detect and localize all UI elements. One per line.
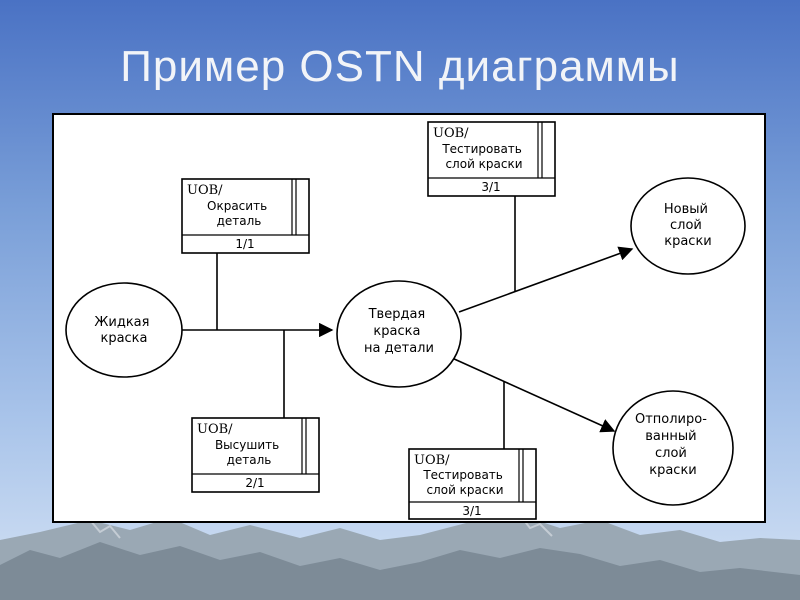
uob-test-top-line-2: слой краски [445,157,522,171]
uob-label: UOB/ [433,126,469,141]
link-solid-to-new-layer [458,246,634,313]
state-polished-line-3: слой [655,446,687,461]
state-solid-line-2: краска [373,324,420,339]
uob-dry-detail: UOB/ Высушить деталь 2/1 [191,417,320,493]
svg-text:Жидкая краска: Жидкая краска [94,315,153,346]
uob-paint-line-2: деталь [217,214,262,228]
state-solid-paint: Твердая краска на детали [336,280,462,388]
state-ellipse [630,177,746,275]
uob-box [427,121,556,197]
uob-box [191,417,320,493]
uob-dry-line-1: Высушить [215,438,279,452]
uob-paint-line-1: Окрасить [207,199,267,213]
uob-test-layer-bottom: UOB/ Тестировать слой краски 3/1 [408,448,537,520]
state-new-line-2: слой [670,218,702,233]
slide-title: Пример OSTN диаграммы [120,42,680,91]
state-polished-line-1: Отполиро- [635,412,707,427]
mountain-snow-ridges [89,519,121,539]
diagram-frame: Жидкая краска Твердая краска на детали Н… [52,113,766,523]
state-new-line-3: краски [664,234,712,249]
uob-number: 3/1 [481,180,500,194]
uob-paint-detail: UOB/ Окрасить деталь 1/1 [181,178,310,254]
link-solid-to-polished [451,357,616,433]
svg-text:Твердая краска: Твердая краска на детали [364,307,434,356]
uob-label: UOB/ [197,422,233,437]
uob-label: UOB/ [187,183,223,198]
uob-test-bottom-line-2: слой краски [426,483,503,497]
state-solid-line-1: Твердая [368,307,426,322]
mountains-background [0,514,800,600]
state-polished-layer: Отполиро- ванный слой краски [612,390,734,506]
svg-text:Окрасить деталь: Окрасить деталь [207,199,271,228]
uob-test-top-line-1: Тестировать [441,142,522,156]
ostn-diagram: Жидкая краска Твердая краска на детали Н… [65,121,746,520]
mountain-range-front [0,542,800,600]
state-new-layer: Новый слой краски [630,177,746,275]
uob-number: 3/1 [462,504,481,518]
uob-box [181,178,310,254]
state-liquid-paint: Жидкая краска [65,282,183,378]
svg-text:Тестировать слой краск: Тестировать слой краски [441,142,525,171]
state-new-line-1: Новый [664,202,708,217]
uob-dry-line-2: деталь [227,453,272,467]
state-polished-line-4: краски [649,463,697,478]
uob-label: UOB/ [414,453,450,468]
state-ellipse [65,282,183,378]
state-polished-line-2: ванный [645,429,696,444]
uob-number: 1/1 [235,237,254,251]
svg-text:Отполиро- ванный: Отполиро- ванный слой краски [635,412,711,478]
uob-box [408,448,537,520]
svg-text:Новый слой кра: Новый слой краски [664,202,712,249]
svg-text:Высушить деталь: Высушить деталь [215,438,283,467]
uob-test-bottom-line-1: Тестировать [422,468,503,482]
uob-test-layer-top: UOB/ Тестировать слой краски 3/1 [427,121,556,197]
state-ellipse [612,390,734,506]
state-liquid-line-2: краска [100,331,147,346]
state-solid-line-3: на детали [364,341,434,356]
state-ellipse [336,280,462,388]
state-liquid-line-1: Жидкая [94,315,149,330]
uob-number: 2/1 [245,476,264,490]
svg-text:Тестировать слой краск: Тестировать слой краски [422,468,506,497]
connections [182,196,634,449]
